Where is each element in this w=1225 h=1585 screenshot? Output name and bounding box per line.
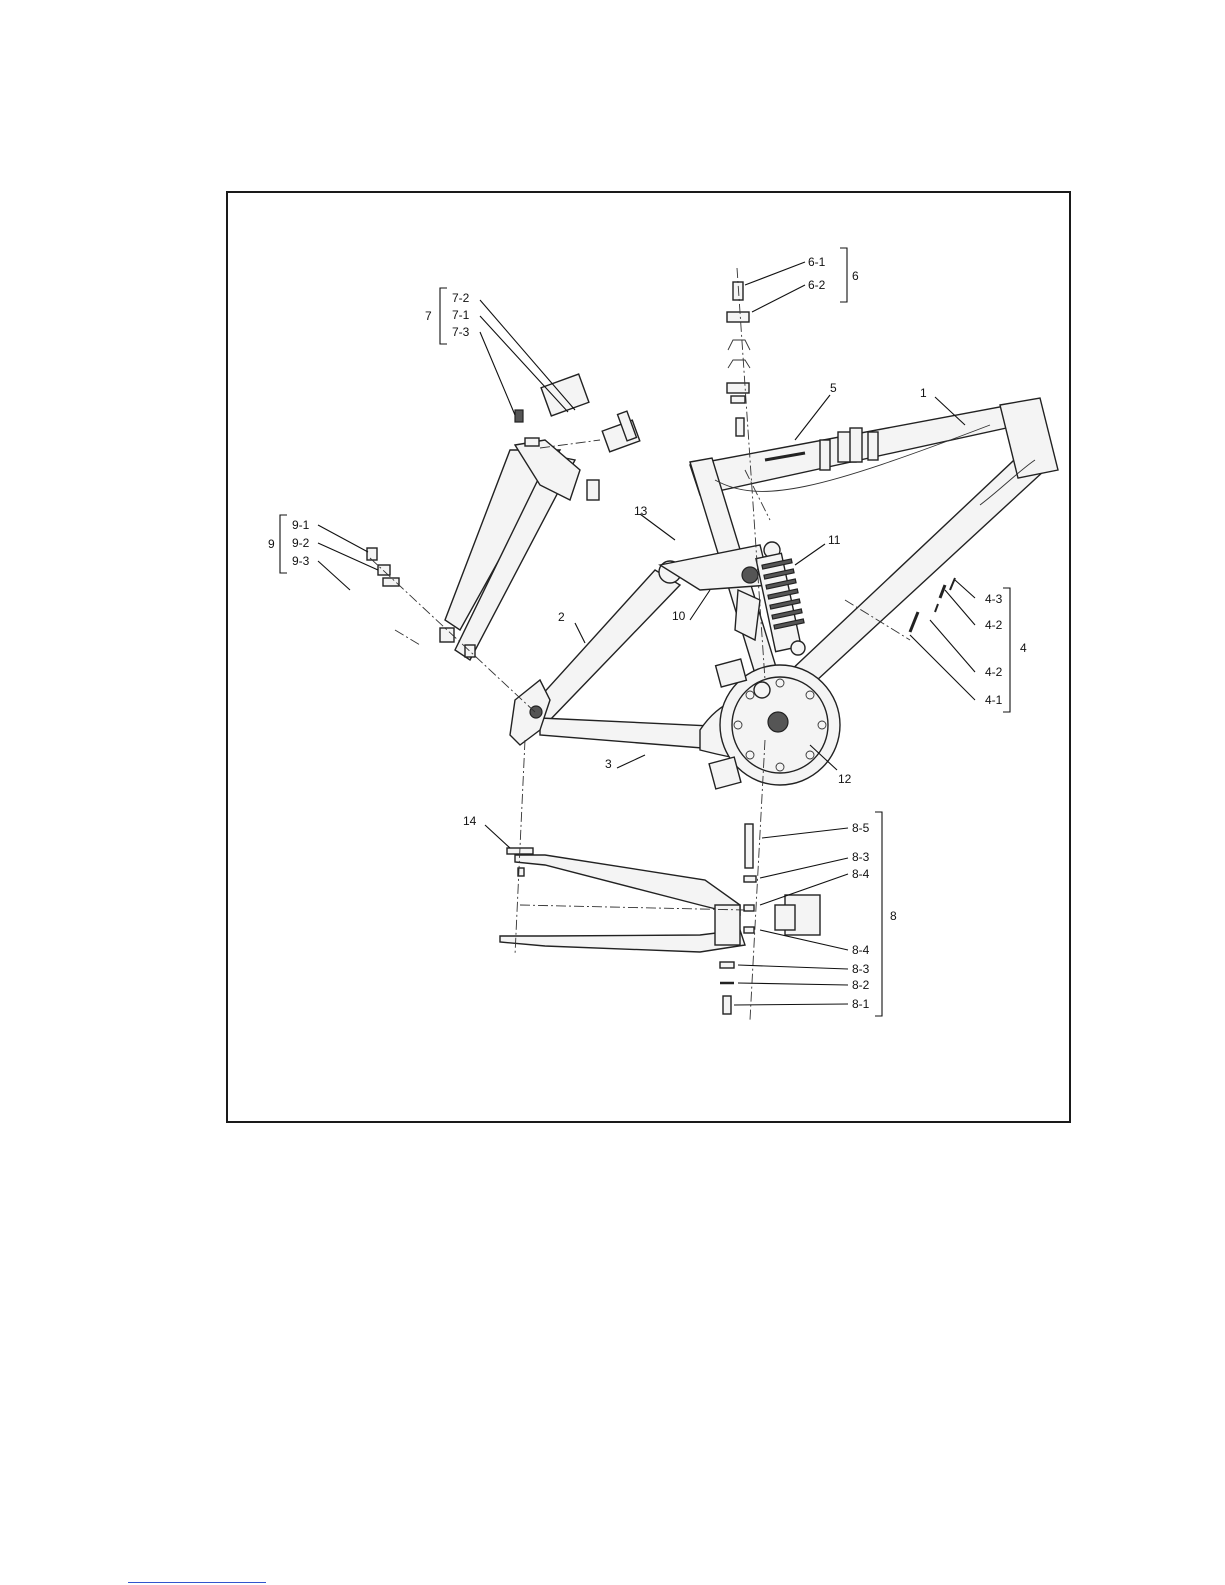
label-8-3b: 8-3: [852, 962, 870, 976]
label-7-3: 7-3: [452, 325, 470, 339]
label-4-3: 4-3: [985, 592, 1003, 606]
label-4-2a: 4-2: [985, 618, 1003, 632]
label-14: 14: [463, 814, 477, 828]
label-13: 13: [634, 504, 648, 518]
rear-seat-stays: [445, 374, 640, 660]
label-8-2: 8-2: [852, 978, 870, 992]
label-8: 8: [890, 909, 897, 923]
label-9-1: 9-1: [292, 518, 310, 532]
label-5: 5: [830, 381, 837, 395]
swing-arm: [500, 855, 820, 952]
label-12: 12: [838, 772, 852, 786]
label-9-3: 9-3: [292, 554, 310, 568]
group-brackets: [280, 248, 1010, 1016]
callout-labels: 1 2 3 4 4-1 4-2 4-2 4-3 5 6 6-1 6-2 7 7-…: [268, 255, 1027, 1011]
label-7: 7: [425, 309, 432, 323]
disc-rotor: [709, 659, 840, 789]
label-1: 1: [920, 386, 927, 400]
label-6-1: 6-1: [808, 255, 826, 269]
label-11: 11: [828, 533, 841, 547]
label-8-3a: 8-3: [852, 850, 870, 864]
label-6: 6: [852, 269, 859, 283]
label-8-5: 8-5: [852, 821, 870, 835]
label-10: 10: [672, 609, 686, 623]
label-7-1: 7-1: [452, 308, 470, 322]
seat-stay: [530, 561, 681, 722]
label-4: 4: [1020, 641, 1027, 655]
label-9: 9: [268, 537, 275, 551]
label-6-2: 6-2: [808, 278, 826, 292]
label-7-2: 7-2: [452, 291, 470, 305]
label-3: 3: [605, 757, 612, 771]
label-8-1: 8-1: [852, 997, 870, 1011]
label-9-2: 9-2: [292, 536, 310, 550]
label-4-2b: 4-2: [985, 665, 1003, 679]
label-2: 2: [558, 610, 565, 624]
leader-lines: [318, 262, 975, 1005]
label-8-4a: 8-4: [852, 867, 870, 881]
label-8-4b: 8-4: [852, 943, 870, 957]
label-4-1: 4-1: [985, 693, 1003, 707]
